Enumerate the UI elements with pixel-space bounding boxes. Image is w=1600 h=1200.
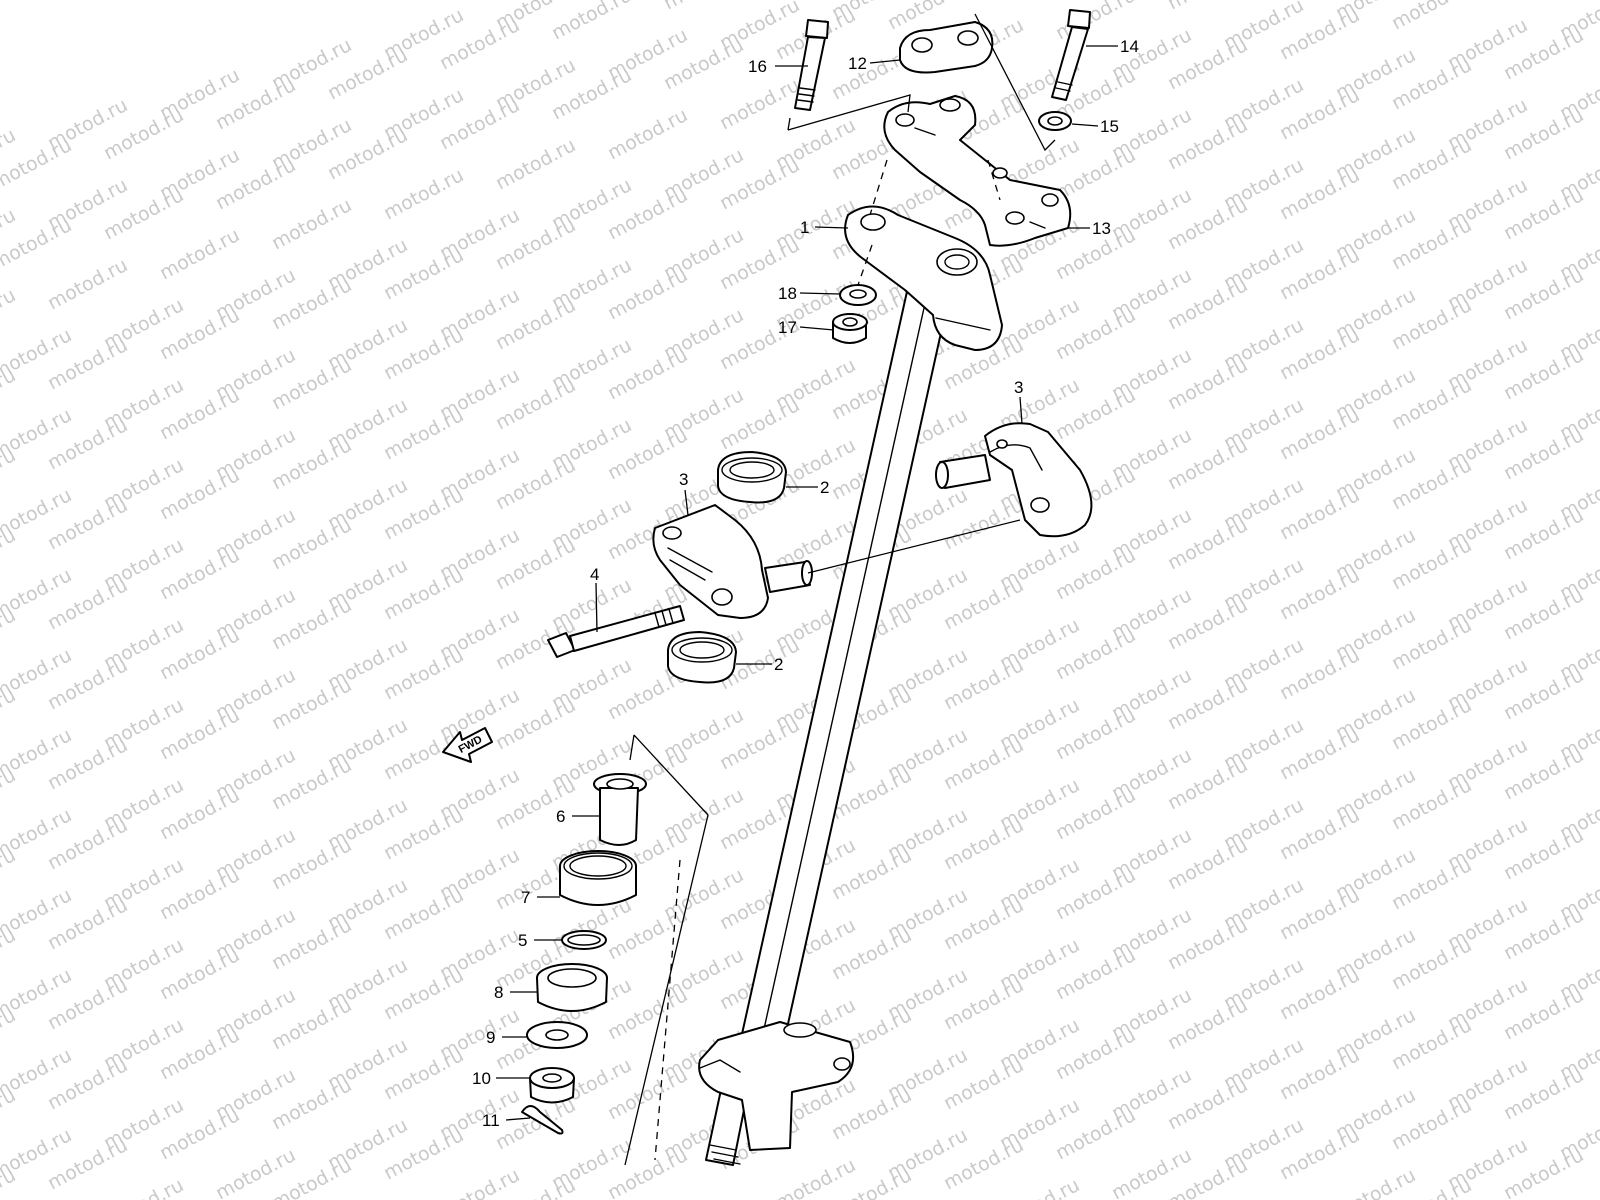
callout-14: 14 [1120,37,1139,56]
part-2-bushing-upper[interactable] [717,451,787,504]
callout-11: 11 [482,1111,500,1130]
part-3-shaft-holder-left[interactable] [652,504,813,619]
callout-4: 4 [590,565,599,584]
assembly-lines [624,13,1056,1166]
callout-17: 17 [778,318,797,337]
callout-7: 7 [521,888,530,907]
part-15-lock-washer[interactable] [1038,111,1072,131]
part-18-washer[interactable] [839,284,877,306]
callout-12: 12 [848,54,867,73]
callout-leaders [496,45,1118,1121]
callout-3-right: 3 [1014,378,1023,397]
part-3-shaft-holder-right[interactable] [935,422,1093,538]
lower-pitman-arm[interactable] [698,1021,854,1151]
part-14-bolt[interactable] [1051,9,1091,101]
part-9-washer[interactable] [526,1021,588,1049]
callout-13: 13 [1092,219,1111,238]
part-16-bolt[interactable] [794,19,829,111]
part-1-upper-bracket[interactable] [844,205,1003,351]
callout-labels: 1 2 2 3 3 4 5 6 7 8 9 10 11 12 13 14 15 … [472,37,1139,1130]
part-2-bushing-lower[interactable] [667,631,737,684]
callout-8: 8 [494,983,503,1002]
part-10-nut[interactable] [529,1067,575,1104]
callout-2-upper: 2 [820,478,829,497]
callout-2-lower: 2 [774,655,783,674]
part-5-o-ring[interactable] [561,930,607,950]
callout-16: 16 [748,57,767,76]
part-8-seal[interactable] [536,963,608,1012]
callout-5: 5 [518,931,527,950]
part-6-sleeve[interactable] [593,773,647,846]
callout-15: 15 [1100,117,1119,136]
part-11-cotter-pin[interactable] [521,1105,564,1135]
callout-1: 1 [800,218,809,237]
part-7-bearing[interactable] [559,850,637,906]
part-4-bolt[interactable] [547,605,685,658]
fwd-direction-arrow: FWD [442,727,493,763]
part-12-handlebar-holder-upper[interactable] [899,21,994,74]
callout-3-left: 3 [679,470,688,489]
callout-6: 6 [556,807,565,826]
callout-9: 9 [486,1028,495,1047]
callout-10: 10 [472,1069,491,1088]
callout-18: 18 [778,284,797,303]
part-17-nut[interactable] [832,313,868,344]
